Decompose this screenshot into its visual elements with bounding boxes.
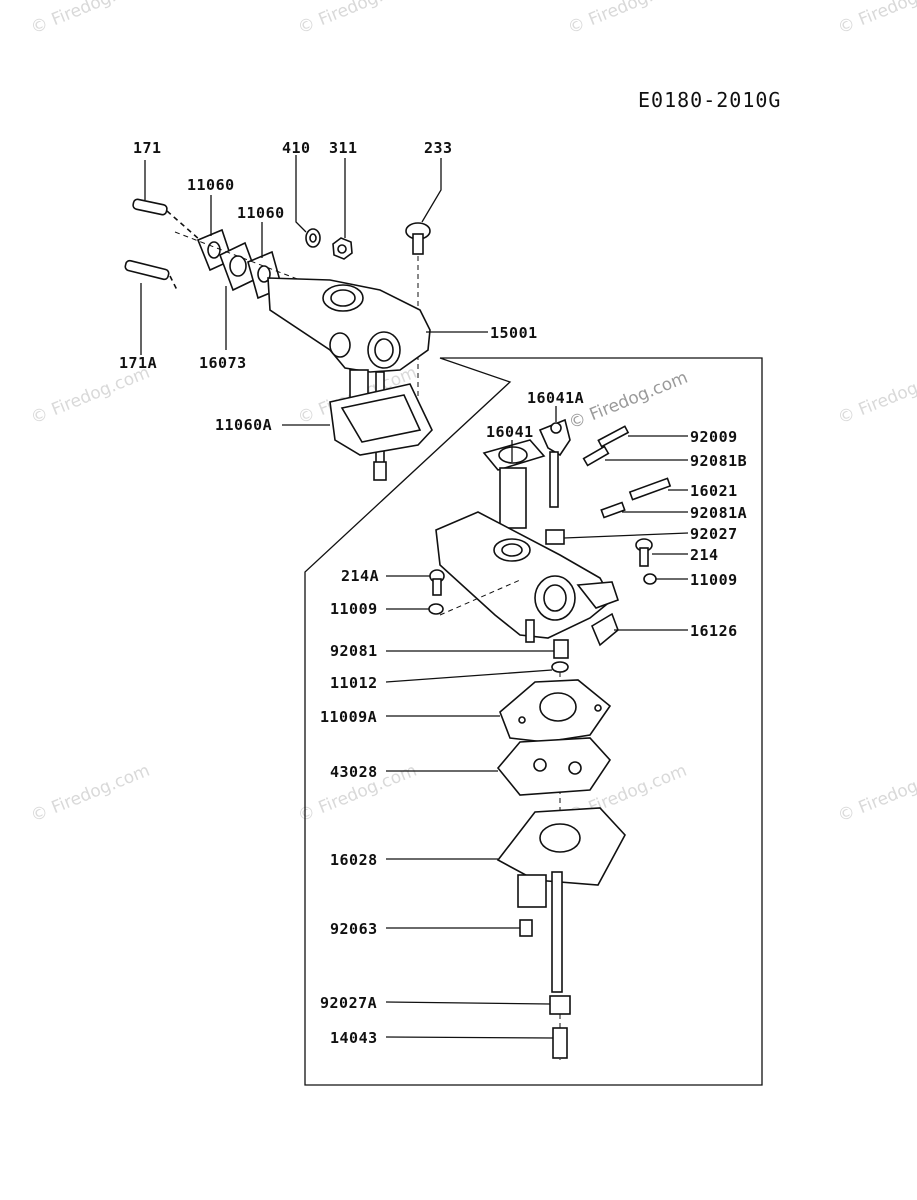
- part-label-15001[interactable]: 15001: [490, 324, 538, 342]
- part-label-214[interactable]: 214: [690, 546, 719, 564]
- diaphragm-43028: [496, 737, 612, 796]
- part-label-311[interactable]: 311: [329, 139, 358, 157]
- spring-92081: [553, 639, 569, 659]
- leader-92027: [563, 532, 689, 539]
- gasket-11060A: [329, 383, 433, 456]
- washer-11009-left: [428, 603, 444, 615]
- part-label-16073[interactable]: 16073: [199, 354, 247, 372]
- screw-92009: [597, 425, 630, 448]
- leader-11012: [385, 669, 553, 683]
- nut-311: [332, 237, 353, 260]
- collar-92027: [545, 529, 565, 545]
- part-label-16021[interactable]: 16021: [690, 482, 738, 500]
- leader-92027A: [385, 1001, 551, 1005]
- carburetor-body-detail: [435, 511, 620, 643]
- washer-11009-right: [643, 573, 657, 585]
- leader-410: [295, 155, 307, 233]
- cover-16041: [482, 439, 546, 529]
- screw-233: [405, 222, 431, 255]
- detail-frame: [304, 357, 763, 1086]
- part-label-43028[interactable]: 43028: [330, 763, 378, 781]
- part-label-92027A[interactable]: 92027A: [320, 994, 378, 1012]
- spring-92081A: [600, 501, 626, 519]
- screw-214A: [429, 569, 445, 596]
- part-label-92081[interactable]: 92081: [330, 642, 378, 660]
- part-label-214A[interactable]: 214A: [341, 567, 380, 585]
- insulator-16073: [218, 241, 260, 292]
- part-label-92027[interactable]: 92027: [690, 525, 738, 543]
- leader-14043: [385, 1036, 554, 1039]
- collar-92027A: [549, 995, 571, 1015]
- carburetor-body-15001: [267, 277, 431, 481]
- part-label-16028[interactable]: 16028: [330, 851, 378, 869]
- part-label-11009-right[interactable]: 11009: [690, 571, 738, 589]
- oring-11012: [551, 661, 569, 673]
- part-label-171A[interactable]: 171A: [119, 354, 158, 372]
- part-label-92063[interactable]: 92063: [330, 920, 378, 938]
- spring-92081B: [582, 445, 610, 467]
- screw-214: [635, 538, 653, 567]
- screw-16021: [628, 477, 672, 501]
- pump-body-16028: [496, 807, 626, 993]
- screw-92063: [519, 919, 533, 937]
- part-label-16126[interactable]: 16126: [690, 622, 738, 640]
- diagram-code: E0180-2010G: [638, 88, 782, 112]
- part-label-233[interactable]: 233: [424, 139, 453, 157]
- stud-171: [132, 198, 201, 241]
- part-label-16041[interactable]: 16041: [486, 423, 534, 441]
- part-label-11009-left[interactable]: 11009: [330, 600, 378, 618]
- part-label-92081A[interactable]: 92081A: [690, 504, 748, 522]
- part-label-11060[interactable]: 11060: [187, 176, 235, 194]
- part-label-92081B[interactable]: 92081B: [690, 452, 748, 470]
- detail-axis-left: [439, 579, 521, 616]
- stud-171A: [124, 259, 179, 293]
- part-label-11060-second[interactable]: 11060: [237, 204, 285, 222]
- part-label-14043[interactable]: 14043: [330, 1029, 378, 1047]
- part-label-171[interactable]: 171: [133, 139, 162, 157]
- part-label-410[interactable]: 410: [282, 139, 311, 157]
- part-label-11012[interactable]: 11012: [330, 674, 378, 692]
- part-label-92009[interactable]: 92009: [690, 428, 738, 446]
- washer-410: [305, 228, 321, 248]
- leader-233: [421, 158, 442, 223]
- part-label-16041A[interactable]: 16041A: [527, 389, 585, 407]
- gasket-11009A: [499, 679, 612, 743]
- lever-16041A: [538, 418, 571, 508]
- part-label-11009A[interactable]: 11009A: [320, 708, 378, 726]
- part-label-11060A[interactable]: 11060A: [215, 416, 273, 434]
- jet-14043: [552, 1027, 568, 1059]
